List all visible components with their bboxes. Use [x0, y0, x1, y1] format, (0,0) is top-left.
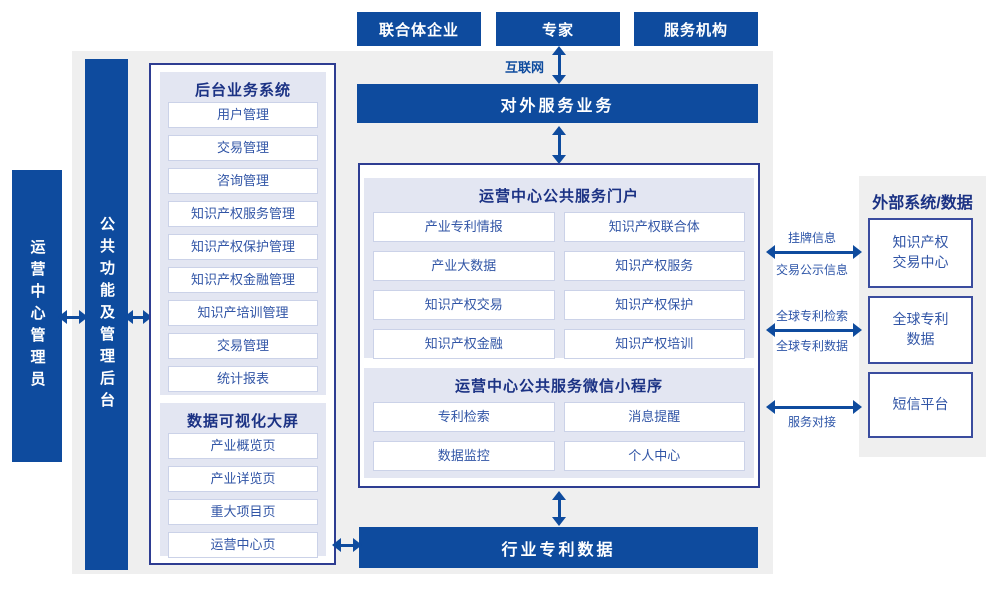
dashboard-item: 运营中心页	[168, 532, 318, 558]
miniprogram-item: 个人中心	[563, 441, 745, 471]
external-box-sms-platform: 短信平台	[868, 372, 973, 438]
backend-item: 知识产培训管理	[168, 300, 318, 326]
backend-item: 用户管理	[168, 102, 318, 128]
arrow-listing-info	[766, 244, 862, 260]
external-box-line: 短信平台	[892, 396, 949, 413]
miniprogram-panel-title: 运营中心公共服务微信小程序	[454, 378, 663, 395]
portal-item: 产业专利情报	[373, 212, 555, 242]
external-systems-panel: 外部系统/数据 知识产权 交易中心 全球专利 数据 短信平台	[859, 176, 986, 457]
left-systems-panel: 后台业务系统 用户管理 交易管理 咨询管理 知识产权服务管理 知识产权保护管理 …	[149, 63, 336, 565]
arrow-portal-industry	[551, 491, 567, 526]
arrow-backend-panel	[124, 309, 152, 325]
backend-item: 统计报表	[168, 366, 318, 392]
backend-item: 交易管理	[168, 135, 318, 161]
backend-item: 知识产权金融管理	[168, 267, 318, 293]
wechat-miniprogram-panel: 运营中心公共服务微信小程序 专利检索 消息提醒 数据监控 个人中心	[364, 368, 754, 478]
listing-info-label: 挂牌信息	[787, 231, 836, 245]
portal-item: 知识产权保护	[563, 290, 745, 320]
global-patent-data-label: 全球专利数据	[775, 339, 848, 353]
external-box-ip-trade-center: 知识产权 交易中心	[868, 218, 973, 288]
arrow-global-patent	[766, 322, 862, 338]
external-box-line: 交易中心	[892, 254, 949, 270]
arrow-external-to-portal	[551, 126, 567, 164]
dashboard-item: 产业概览页	[168, 433, 318, 459]
global-patent-search-label: 全球专利检索	[775, 309, 848, 323]
trade-publicity-label: 交易公示信息	[775, 263, 848, 277]
operations-admin-bar: 运营中心管理员	[12, 170, 62, 462]
service-connect-label: 服务对接	[787, 415, 836, 429]
backend-mgmt-bar: 公共功能及管理后台	[85, 59, 128, 570]
central-services-panel: 运营中心公共服务门户 产业专利情报 知识产权联合体 产业大数据 知识产权服务 知…	[358, 163, 760, 488]
external-box-line: 数据	[906, 331, 935, 347]
miniprogram-item: 消息提醒	[563, 402, 745, 432]
portal-item: 产业大数据	[373, 251, 555, 281]
data-visualization-panel: 数据可视化大屏 产业概览页 产业详览页 重大项目页 运营中心页	[160, 403, 326, 558]
backend-item: 知识产权服务管理	[168, 201, 318, 227]
portal-item: 知识产权培训	[563, 329, 745, 359]
arrow-admin-backend	[58, 309, 88, 325]
external-box-line: 知识产权	[892, 234, 949, 251]
backend-item: 咨询管理	[168, 168, 318, 194]
external-box-line: 全球专利	[892, 311, 949, 328]
dashboard-item: 产业详览页	[168, 466, 318, 492]
external-service-bar: 对外服务业务	[357, 84, 758, 123]
portal-panel-title: 运营中心公共服务门户	[478, 188, 639, 205]
backend-panel-title: 后台业务系统	[194, 82, 291, 99]
dashboard-item: 重大项目页	[168, 499, 318, 525]
dashboard-panel-title: 数据可视化大屏	[186, 413, 299, 430]
backend-business-panel: 后台业务系统 用户管理 交易管理 咨询管理 知识产权服务管理 知识产权保护管理 …	[160, 72, 326, 395]
portal-item: 知识产权金融	[373, 329, 555, 359]
internet-label: 互联网	[504, 60, 544, 75]
arrow-internet	[551, 46, 567, 84]
industry-patent-bar: 行业专利数据	[359, 527, 758, 568]
arrow-dashboard-industry	[332, 537, 362, 553]
portal-item: 知识产权联合体	[563, 212, 745, 242]
miniprogram-item: 数据监控	[373, 441, 555, 471]
portal-item: 知识产权服务	[563, 251, 745, 281]
arrow-service-connect	[766, 399, 862, 415]
public-service-portal-panel: 运营中心公共服务门户 产业专利情报 知识产权联合体 产业大数据 知识产权服务 知…	[364, 178, 754, 359]
actor-expert-box: 专家	[496, 12, 620, 46]
actor-service-org-box: 服务机构	[634, 12, 758, 46]
backend-item: 交易管理	[168, 333, 318, 359]
actor-consortium-box: 联合体企业	[357, 12, 481, 46]
external-box-global-patent-data: 全球专利 数据	[868, 296, 973, 364]
miniprogram-item: 专利检索	[373, 402, 555, 432]
backend-item: 知识产权保护管理	[168, 234, 318, 260]
portal-item: 知识产权交易	[373, 290, 555, 320]
external-panel-title: 外部系统/数据	[872, 195, 973, 212]
